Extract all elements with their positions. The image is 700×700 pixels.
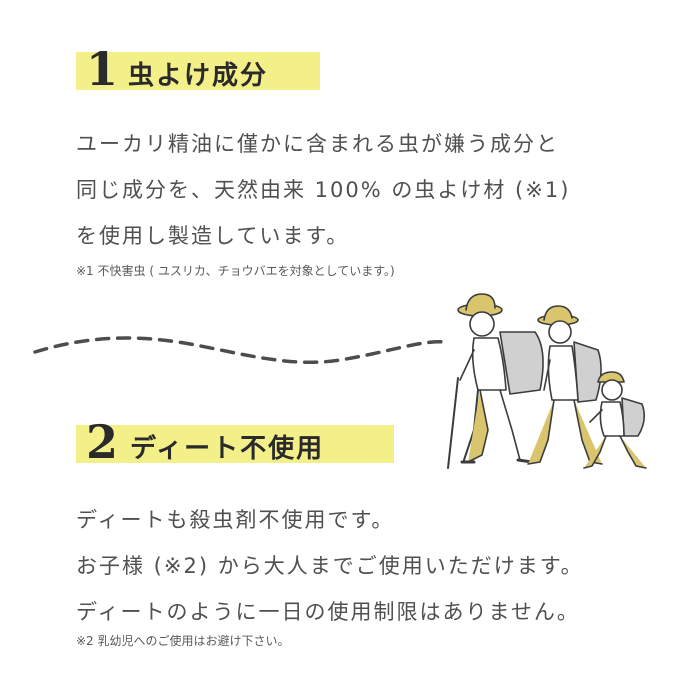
hiking-family-illustration: [447, 293, 647, 469]
section2-title: ディート不使用: [130, 434, 325, 464]
section1-heading: 1 虫よけ成分: [76, 46, 320, 92]
section2-footnote: ※2 乳幼児へのご使用はお避け下さい。: [76, 634, 290, 648]
child-hiker: [583, 371, 647, 469]
section1-footnote: ※1 不快害虫 ( ユスリカ、チョウバエを対象としています。): [76, 264, 395, 278]
section1-title: 虫よけ成分: [128, 61, 269, 91]
section2-heading: 2 ディート不使用: [76, 419, 394, 465]
section2-line-3: ディートのように一日の使用制限はありません。: [76, 600, 580, 624]
section2-line-2: お子様 (※2) から大人までご使用いただけます。: [76, 554, 584, 578]
section1-line-1: ユーカリ精油に僅かに含まれる虫が嫌う成分と: [76, 132, 559, 156]
section1-line-3: を使用し製造しています。: [76, 224, 350, 248]
highlight-bar: [76, 425, 394, 463]
section2-line-1: ディートも殺虫剤不使用です。: [76, 508, 395, 532]
adult-hiker-2: [527, 305, 603, 465]
wavy-dashed-divider: [33, 336, 447, 364]
section1-number: 1: [86, 42, 119, 96]
section1-line-2: 同じ成分を、天然由来 100% の虫よけ材 (※1): [76, 178, 571, 202]
highlight-bar: [76, 52, 320, 90]
section2-number: 2: [86, 415, 119, 469]
adult-hiker-1: [447, 293, 544, 469]
